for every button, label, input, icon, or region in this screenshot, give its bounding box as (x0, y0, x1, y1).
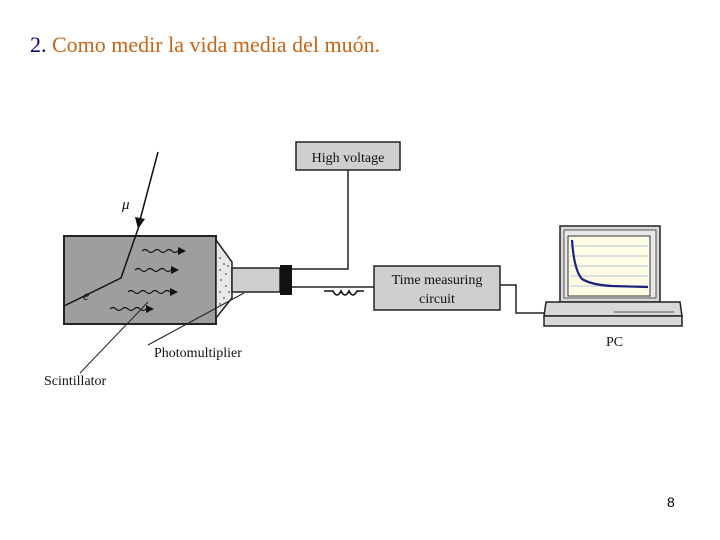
slide-title: 2. Como medir la vida media del muón. (30, 32, 380, 58)
high-voltage-box (295, 141, 401, 171)
time-measuring-label-line1: Time measuring (392, 273, 483, 288)
scintillation-photons (109, 248, 179, 312)
muon-track (139, 151, 159, 221)
muon-arrowhead (135, 217, 145, 229)
pc-label: PC (606, 335, 623, 350)
photomultiplier-label: Photomultiplier (154, 346, 242, 361)
photomultiplier-leader-line (147, 292, 245, 346)
high-voltage-label: High voltage (312, 151, 385, 166)
photomultiplier-window (215, 237, 233, 321)
pc-base-front (543, 315, 683, 327)
title-number: 2. (30, 32, 47, 57)
photocathode-dots (219, 257, 230, 305)
high-voltage-wire (292, 170, 349, 270)
scintillator-label: Scintillator (44, 374, 107, 389)
muon-label: μ (121, 197, 130, 213)
time-measuring-label-line2: circuit (419, 292, 455, 307)
pc-base-top (543, 301, 683, 317)
pc-cable (500, 284, 546, 314)
pc-computer (543, 225, 683, 327)
photon-arrowheads (146, 247, 186, 313)
time-measuring-circuit-box (373, 265, 501, 311)
photomultiplier-connector (280, 265, 292, 295)
electron-label: e (83, 289, 89, 304)
pulse-signal (324, 289, 364, 296)
scintillator-leader-line (79, 301, 149, 374)
photomultiplier-tube (231, 267, 281, 293)
title-text: Como medir la vida media del muón. (46, 32, 381, 57)
muon-decay-track (63, 225, 140, 307)
page-number: 8 (667, 494, 675, 510)
decay-curve (570, 239, 649, 289)
